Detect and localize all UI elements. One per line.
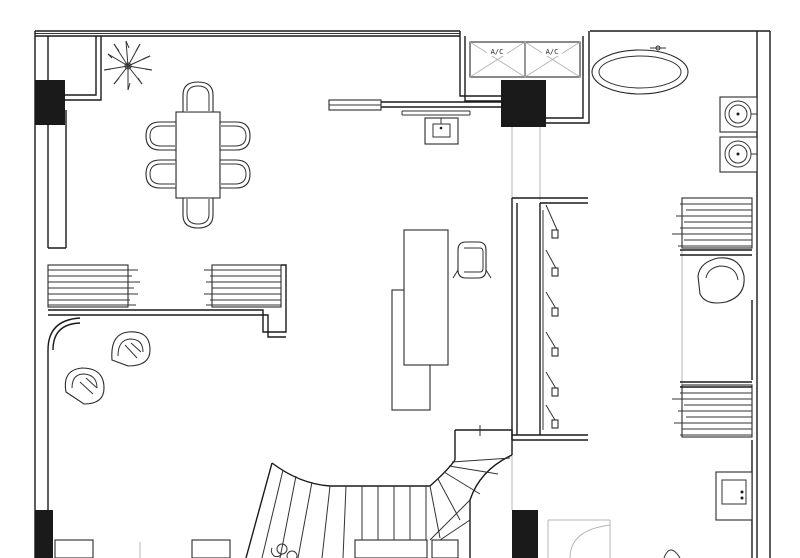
ac-label-right: A/C — [546, 48, 559, 56]
column — [501, 80, 546, 127]
interior-walls — [48, 31, 683, 510]
bathtub — [591, 45, 689, 95]
ac-label-left: A/C — [491, 48, 504, 56]
lounge-corner — [47, 317, 81, 351]
dining-table — [175, 111, 221, 199]
column — [35, 80, 65, 125]
dining-set — [145, 81, 251, 229]
shelf-lower-right — [672, 381, 753, 438]
shelf-left — [47, 264, 140, 308]
work-desk — [391, 229, 449, 411]
staircase — [245, 425, 513, 558]
structural-columns — [35, 80, 546, 558]
small-sink — [424, 117, 459, 145]
washbasin-top — [719, 96, 758, 133]
bottom-cabinets — [54, 519, 681, 558]
column — [35, 510, 53, 558]
ac-units: A/C A/C — [469, 41, 581, 78]
washbasin-bottom — [719, 136, 758, 173]
office-chair-icon — [452, 241, 492, 279]
armchair-icon — [697, 257, 745, 304]
shelf-right — [204, 264, 282, 308]
washbasin-lower — [715, 471, 753, 521]
window-frames — [328, 99, 471, 116]
column — [512, 510, 538, 558]
lounge-chair-icon — [64, 367, 105, 405]
lounge-chair-icon — [111, 331, 151, 367]
plant-icon — [103, 40, 153, 91]
wardrobe — [542, 204, 559, 430]
shelf-upper-right — [672, 197, 753, 256]
